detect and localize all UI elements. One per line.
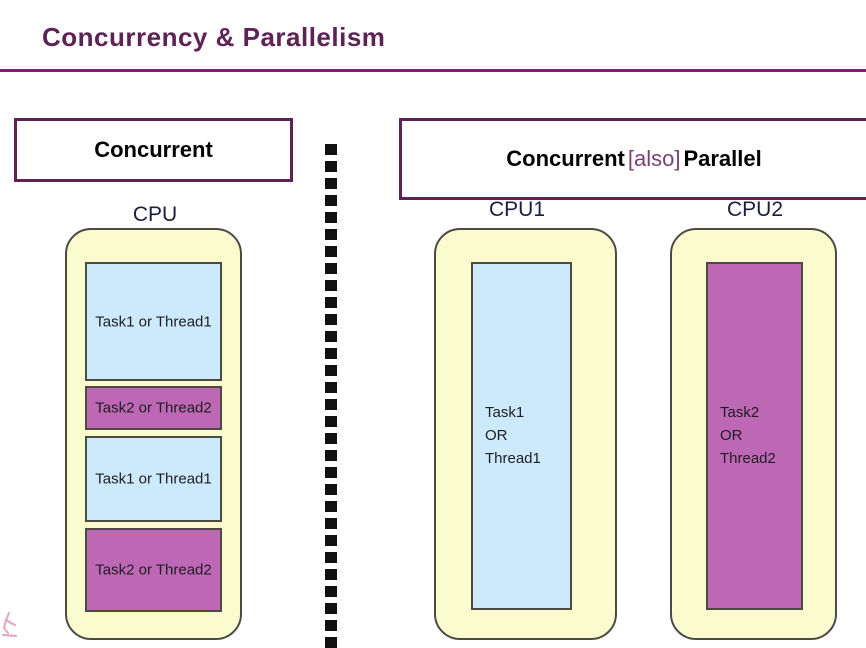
task-block-4: Task2 or Thread2 bbox=[85, 528, 222, 612]
divider-dot bbox=[325, 484, 337, 495]
title-divider-rule bbox=[0, 69, 866, 72]
cpu1-task-block: Task1 OR Thread1 bbox=[471, 262, 572, 610]
divider-dot bbox=[325, 382, 337, 393]
dotted-divider bbox=[325, 144, 337, 648]
header-word-concurrent: Concurrent bbox=[506, 146, 625, 171]
divider-dot bbox=[325, 586, 337, 597]
divider-dot bbox=[325, 144, 337, 155]
header-word-parallel: Parallel bbox=[683, 146, 762, 171]
concurrent-parallel-header-label: Concurrent[also]Parallel bbox=[506, 146, 761, 172]
divider-dot bbox=[325, 331, 337, 342]
divider-dot bbox=[325, 263, 337, 274]
divider-dot bbox=[325, 501, 337, 512]
divider-dot bbox=[325, 569, 337, 580]
divider-dot bbox=[325, 314, 337, 325]
divider-dot bbox=[325, 399, 337, 410]
task-block-3: Task1 or Thread1 bbox=[85, 436, 222, 522]
task-block-2: Task2 or Thread2 bbox=[85, 386, 222, 430]
header-word-also: [also] bbox=[627, 146, 681, 171]
divider-dot bbox=[325, 552, 337, 563]
task-block-1-label: Task1 or Thread1 bbox=[95, 313, 212, 330]
divider-dot bbox=[325, 603, 337, 614]
divider-dot bbox=[325, 246, 337, 257]
cpu-label: CPU bbox=[132, 203, 178, 226]
divider-dot bbox=[325, 229, 337, 240]
divider-dot bbox=[325, 433, 337, 444]
cpu1-task-label: Task1 OR Thread1 bbox=[485, 403, 541, 467]
task-block-4-label: Task2 or Thread2 bbox=[95, 561, 212, 579]
divider-dot bbox=[325, 178, 337, 189]
runner-logo-icon bbox=[2, 611, 18, 638]
task-block-1: Task1 or Thread1 bbox=[85, 262, 222, 381]
cpu1-label: CPU1 bbox=[488, 198, 546, 221]
divider-dot bbox=[325, 195, 337, 206]
task-block-2-label: Task2 or Thread2 bbox=[95, 399, 212, 417]
divider-dot bbox=[325, 348, 337, 359]
divider-dot bbox=[325, 620, 337, 631]
divider-dot bbox=[325, 535, 337, 546]
divider-dot bbox=[325, 280, 337, 291]
divider-dot bbox=[325, 365, 337, 376]
divider-dot bbox=[325, 467, 337, 478]
cpu2-label: CPU2 bbox=[726, 198, 784, 221]
divider-dot bbox=[325, 161, 337, 172]
cpu2-task-label: Task2 OR Thread2 bbox=[720, 403, 776, 467]
divider-dot bbox=[325, 518, 337, 529]
divider-dot bbox=[325, 297, 337, 308]
divider-dot bbox=[325, 416, 337, 427]
cpu2-task-block: Task2 OR Thread2 bbox=[706, 262, 803, 610]
concurrent-header-box: Concurrent bbox=[14, 118, 293, 182]
divider-dot bbox=[325, 212, 337, 223]
page-title: Concurrency & Parallelism bbox=[42, 22, 386, 52]
task-block-3-label: Task1 or Thread1 bbox=[95, 470, 212, 488]
concurrent-header-label: Concurrent bbox=[94, 137, 213, 162]
divider-dot bbox=[325, 450, 337, 461]
concurrent-parallel-header-box: Concurrent[also]Parallel bbox=[399, 118, 866, 200]
